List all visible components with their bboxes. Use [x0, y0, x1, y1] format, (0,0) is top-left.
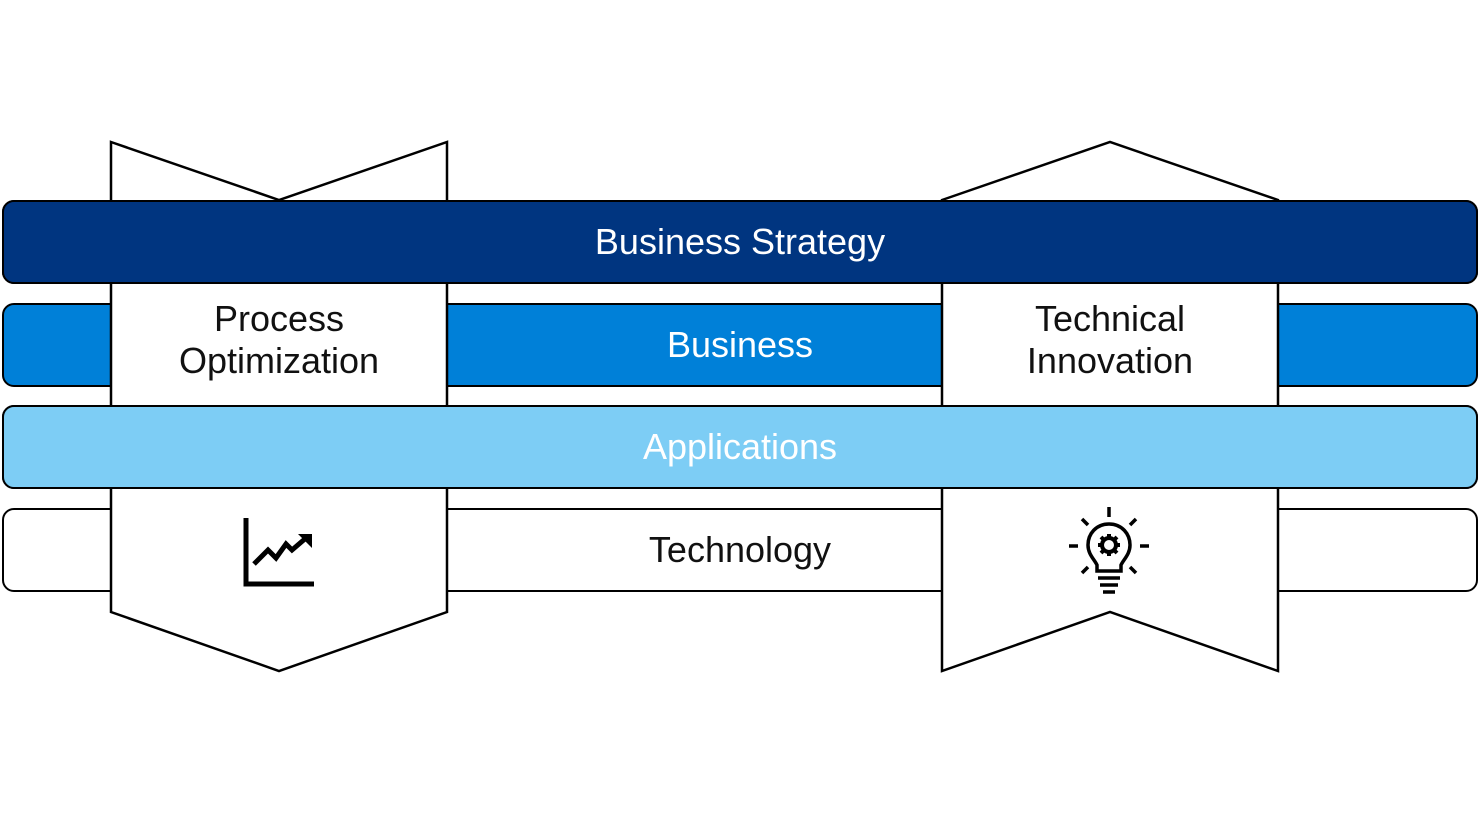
band-applications-front [2, 405, 1478, 489]
pillar-left-title: Process Optimization [111, 298, 447, 382]
pillar-left-line1: Process [213, 298, 345, 339]
band-business-label: Business [666, 324, 814, 365]
band-applications-label: Applications [642, 426, 838, 467]
trending-chart-icon [243, 518, 314, 587]
band-business-strategy-front [2, 200, 1478, 284]
pillar-right-title: Technical Innovation [942, 298, 1278, 382]
pillar-right-line1: Technical [1034, 298, 1186, 339]
lightbulb-gear-icon [1069, 507, 1149, 594]
pillar-right-line2: Innovation [1026, 340, 1194, 381]
pillar-left-line2: Optimization [178, 340, 380, 381]
band-technology-label: Technology [648, 529, 832, 570]
band-business-strategy-label: Business Strategy [594, 221, 886, 262]
